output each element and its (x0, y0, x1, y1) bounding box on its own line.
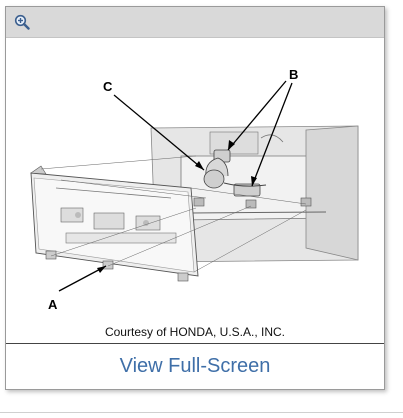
guide-lines (40, 155, 307, 273)
image-viewer-card: C B A Courtesy of HONDA, U.S.A., INC. Vi… (5, 6, 385, 390)
divider (6, 343, 384, 344)
callout-arrowheads (97, 140, 257, 273)
callout-a: A (48, 297, 58, 312)
callout-b: B (289, 67, 298, 82)
image-credit: Courtesy of HONDA, U.S.A., INC. (104, 325, 286, 339)
service-diagram[interactable]: C B A (6, 38, 384, 343)
viewer-toolbar (6, 7, 384, 38)
connectors (203, 149, 267, 197)
callout-c: C (103, 79, 113, 94)
section-divider (0, 412, 403, 413)
climate-control-diagram: C B A (30, 67, 359, 312)
callout-leaders (58, 80, 293, 292)
zoom-in-icon[interactable] (14, 14, 30, 30)
view-full-screen-link[interactable]: View Full-Screen (6, 344, 384, 389)
